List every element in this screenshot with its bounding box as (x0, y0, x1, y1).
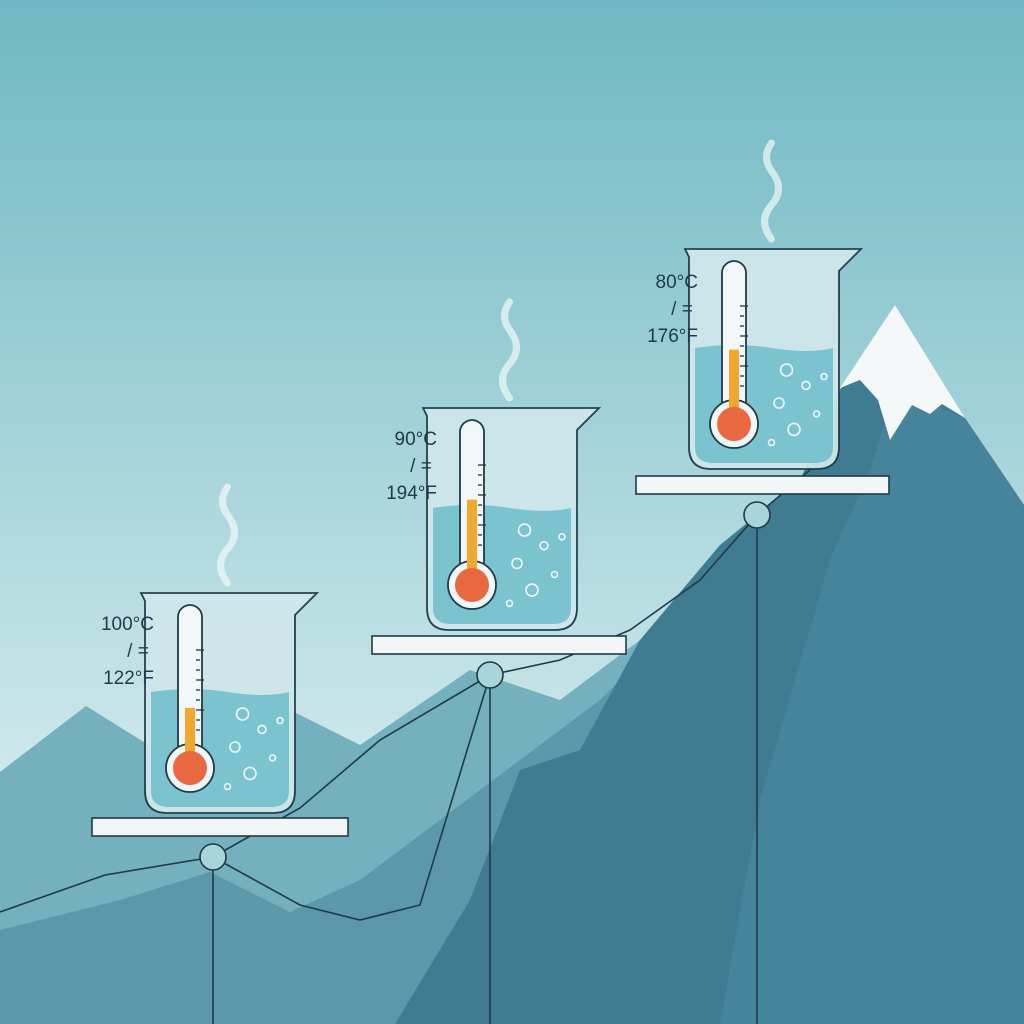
temp-celsius-label: 100°C (101, 614, 154, 635)
bubble (558, 532, 566, 541)
bubble (812, 410, 821, 418)
bubble (820, 372, 828, 381)
temp-fahrenheit-label: 176°F (647, 326, 698, 347)
temp-separator: / = (127, 641, 149, 662)
bubble (223, 782, 232, 791)
bubble (787, 422, 801, 437)
bubble (276, 716, 284, 725)
temp-celsius-label: 90°C (395, 429, 437, 450)
temp-separator: / = (671, 299, 693, 320)
bubble (229, 741, 241, 753)
mercury-bulb (455, 568, 489, 602)
bubble (257, 724, 267, 735)
bubble (539, 540, 549, 551)
bubble (773, 397, 785, 409)
mercury-bulb (173, 751, 207, 785)
water (695, 345, 833, 463)
connector-line-lower (212, 674, 491, 921)
platform (371, 635, 627, 655)
bubble (767, 438, 776, 447)
bubble (505, 599, 514, 608)
pivot-node (743, 501, 771, 529)
bubble (235, 707, 250, 721)
temp-fahrenheit-label: 194°F (386, 483, 437, 504)
bubble (517, 523, 532, 537)
temp-fahrenheit-label: 122°F (103, 668, 154, 689)
station-2: 90°C / = 194°F (371, 298, 627, 1024)
mountain-front-shade (720, 390, 1024, 1024)
mercury-bulb (717, 407, 751, 441)
steam-icon (217, 483, 238, 587)
station-1: 100°C / = 122°F (91, 483, 349, 1024)
temp-celsius-label: 80°C (656, 272, 698, 293)
water (433, 504, 571, 624)
bubble (243, 766, 257, 781)
pivot-node (476, 661, 504, 689)
bubble (525, 583, 539, 597)
bubble (268, 754, 277, 762)
mercury-column (467, 499, 477, 580)
bubble (801, 380, 811, 391)
steam-icon (761, 139, 782, 243)
mercury-column (185, 707, 195, 763)
platform (91, 817, 349, 837)
bubble (779, 363, 794, 377)
bubble (511, 557, 523, 570)
snow-cap (840, 305, 965, 440)
pivot-node (199, 843, 227, 871)
platform (635, 475, 890, 495)
steam-icon (499, 298, 520, 402)
water (151, 689, 289, 807)
mercury-column (729, 349, 739, 419)
temp-separator: / = (410, 456, 432, 477)
station-3: 80°C / = 176°F (635, 139, 890, 1024)
bubble (550, 570, 559, 579)
